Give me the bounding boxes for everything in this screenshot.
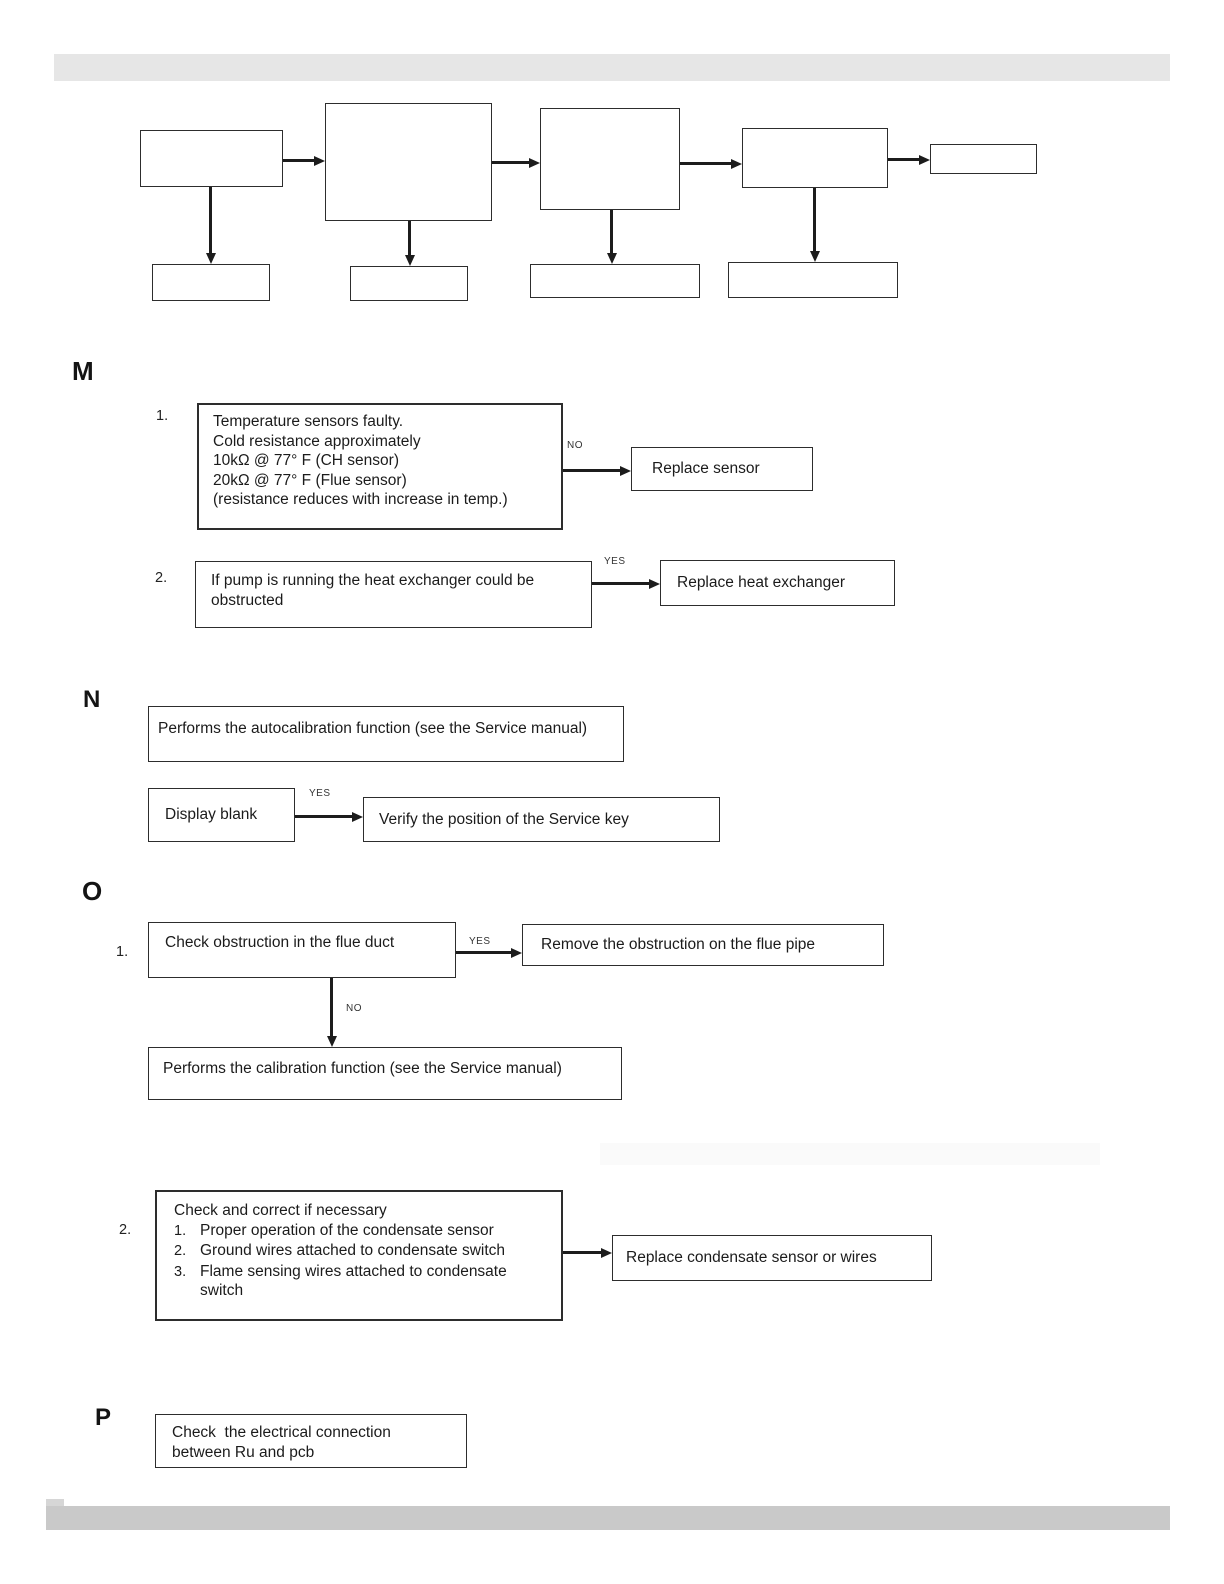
condition-line: 20kΩ @ 77° F (Flue sensor): [213, 471, 407, 489]
page-footer-bar-notch: [46, 1499, 64, 1508]
edge-label-yes: YES: [469, 936, 491, 947]
section-p-label: P: [95, 1404, 112, 1431]
action-label: Replace heat exchanger: [677, 574, 846, 592]
action-label: Replace condensate sensor or wires: [626, 1249, 877, 1267]
checklist-item-number: 3.: [174, 1263, 187, 1280]
condition-box-flue-obstruction: Check obstruction in the flue duct: [148, 922, 456, 978]
flow-box-4: [742, 128, 888, 188]
item-number: 1.: [116, 944, 129, 960]
edge-label-no: NO: [567, 440, 583, 451]
action-box-verify-service-key: Verify the position of the Service key: [363, 797, 720, 842]
arrow-down-icon: [606, 210, 617, 264]
action-box-replace-heat-exchanger: Replace heat exchanger: [660, 560, 895, 606]
instruction-text: Performs the autocalibration function (s…: [158, 720, 588, 737]
arrow-right-icon: [563, 1247, 612, 1258]
flow-result-4: [728, 262, 898, 298]
condition-line: Temperature sensors faulty.: [213, 413, 404, 430]
checklist-item: 2. Ground wires attached to condensate s…: [174, 1241, 549, 1262]
instruction-box-electrical-connection: Check the electrical connection between …: [155, 1414, 467, 1468]
arrow-right-icon: [563, 465, 631, 476]
page-header-bar: [54, 54, 1170, 81]
checklist-item: 1. Proper operation of the condensate se…: [174, 1221, 549, 1242]
section-o-label: O: [82, 876, 103, 906]
action-box-replace-condensate-sensor: Replace condensate sensor or wires: [612, 1235, 932, 1281]
checklist-item-text: Proper operation of the condensate senso…: [200, 1221, 494, 1239]
arrow-down-icon: [205, 187, 216, 264]
edge-label-yes: YES: [309, 788, 331, 799]
action-label: Verify the position of the Service key: [379, 810, 629, 828]
arrow-right-icon: [888, 154, 930, 165]
arrow-right-icon: [592, 578, 660, 589]
action-box-remove-obstruction: Remove the obstruction on the flue pipe: [522, 924, 884, 966]
instruction-line: between Ru and pcb: [172, 1443, 315, 1461]
scan-artifact: [600, 1143, 1100, 1165]
action-label: Replace sensor: [652, 460, 760, 478]
condition-box-temperature-sensors: Temperature sensors faulty. Cold resista…: [197, 403, 563, 530]
section-n-label: N: [83, 686, 101, 713]
condition-text: Check obstruction in the flue duct: [165, 934, 395, 951]
instruction-box-autocalibration: Performs the autocalibration function (s…: [148, 706, 624, 762]
arrow-right-icon: [680, 158, 742, 169]
item-number: 2.: [119, 1222, 132, 1238]
item-number: 2.: [155, 570, 168, 586]
arrow-right-icon: [456, 947, 522, 958]
condition-text: Display blank: [165, 806, 258, 824]
edge-label-no: NO: [346, 1003, 362, 1014]
instruction-text: Performs the calibration function (see t…: [163, 1060, 562, 1077]
section-m-label: M: [72, 356, 94, 386]
flow-box-5: [930, 144, 1037, 174]
condition-box-condensate-checklist: Check and correct if necessary 1. Proper…: [155, 1190, 563, 1321]
arrow-down-icon: [404, 221, 415, 266]
arrow-down-icon: [326, 978, 337, 1047]
checklist-item-text: Ground wires attached to condensate swit…: [200, 1242, 506, 1259]
item-number: 1.: [156, 408, 169, 424]
flow-box-1: [140, 130, 283, 187]
flow-result-1: [152, 264, 270, 301]
checklist-item: 3. Flame sensing wires attached to conde…: [174, 1262, 549, 1301]
action-label: Remove the obstruction on the flue pipe: [541, 936, 816, 954]
page-footer-bar: [46, 1506, 1170, 1530]
action-box-replace-sensor: Replace sensor: [631, 447, 813, 491]
checklist-item-number: 1.: [174, 1222, 187, 1239]
arrow-right-icon: [492, 157, 540, 168]
instruction-line: Check the electrical connection: [172, 1424, 391, 1441]
arrow-down-icon: [809, 188, 820, 262]
checklist-item-text: Flame sensing wires attached to condensa…: [200, 1262, 507, 1300]
arrow-right-icon: [295, 811, 363, 822]
condition-box-display-blank: Display blank: [148, 788, 295, 842]
condition-line: Cold resistance approximately: [213, 432, 421, 450]
flow-result-2: [350, 266, 468, 301]
condition-text: If pump is running the heat exchanger co…: [211, 572, 535, 609]
edge-label-yes: YES: [604, 556, 626, 567]
instruction-box-calibration: Performs the calibration function (see t…: [148, 1047, 622, 1100]
flow-result-3: [530, 264, 700, 298]
checklist-item-number: 2.: [174, 1243, 187, 1259]
flow-box-3: [540, 108, 680, 210]
flow-box-2: [325, 103, 492, 221]
condition-line: 10kΩ @ 77° F (CH sensor): [213, 452, 399, 469]
condition-box-pump-running: If pump is running the heat exchanger co…: [195, 561, 592, 628]
checklist-title: Check and correct if necessary: [174, 1202, 387, 1219]
condition-line: (resistance reduces with increase in tem…: [213, 491, 508, 508]
arrow-right-icon: [283, 155, 325, 166]
